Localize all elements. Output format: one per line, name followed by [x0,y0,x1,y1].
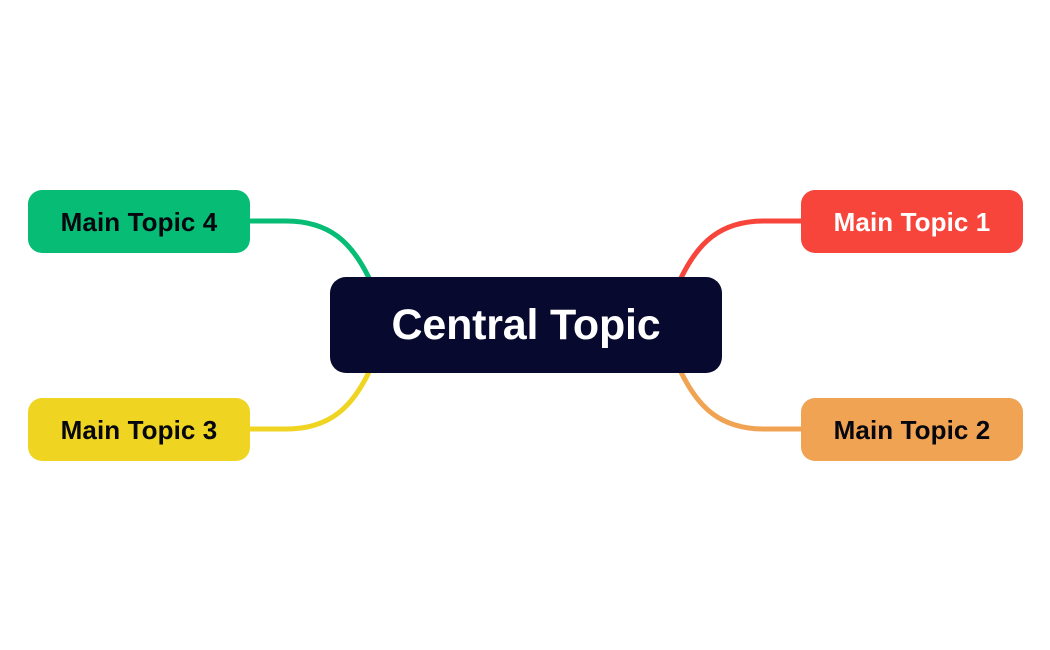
connector-topic-3 [246,369,372,432]
connector-topic-4 [246,218,372,281]
connector-topic-2 [678,369,804,432]
central-topic-label: Central Topic [391,300,661,349]
main-topic-3-label: Main Topic 3 [60,414,218,445]
main-topic-4-node[interactable]: Main Topic 4 [28,190,250,253]
main-topic-4-label: Main Topic 4 [60,206,218,237]
main-topic-3-node[interactable]: Main Topic 3 [28,398,250,461]
connector-topic-1 [678,218,804,281]
main-topic-1-node[interactable]: Main Topic 1 [801,190,1023,253]
main-topic-2-label: Main Topic 2 [833,414,991,445]
main-topic-1-label: Main Topic 1 [833,206,991,237]
central-topic-node[interactable]: Central Topic [330,277,722,373]
main-topic-2-node[interactable]: Main Topic 2 [801,398,1023,461]
